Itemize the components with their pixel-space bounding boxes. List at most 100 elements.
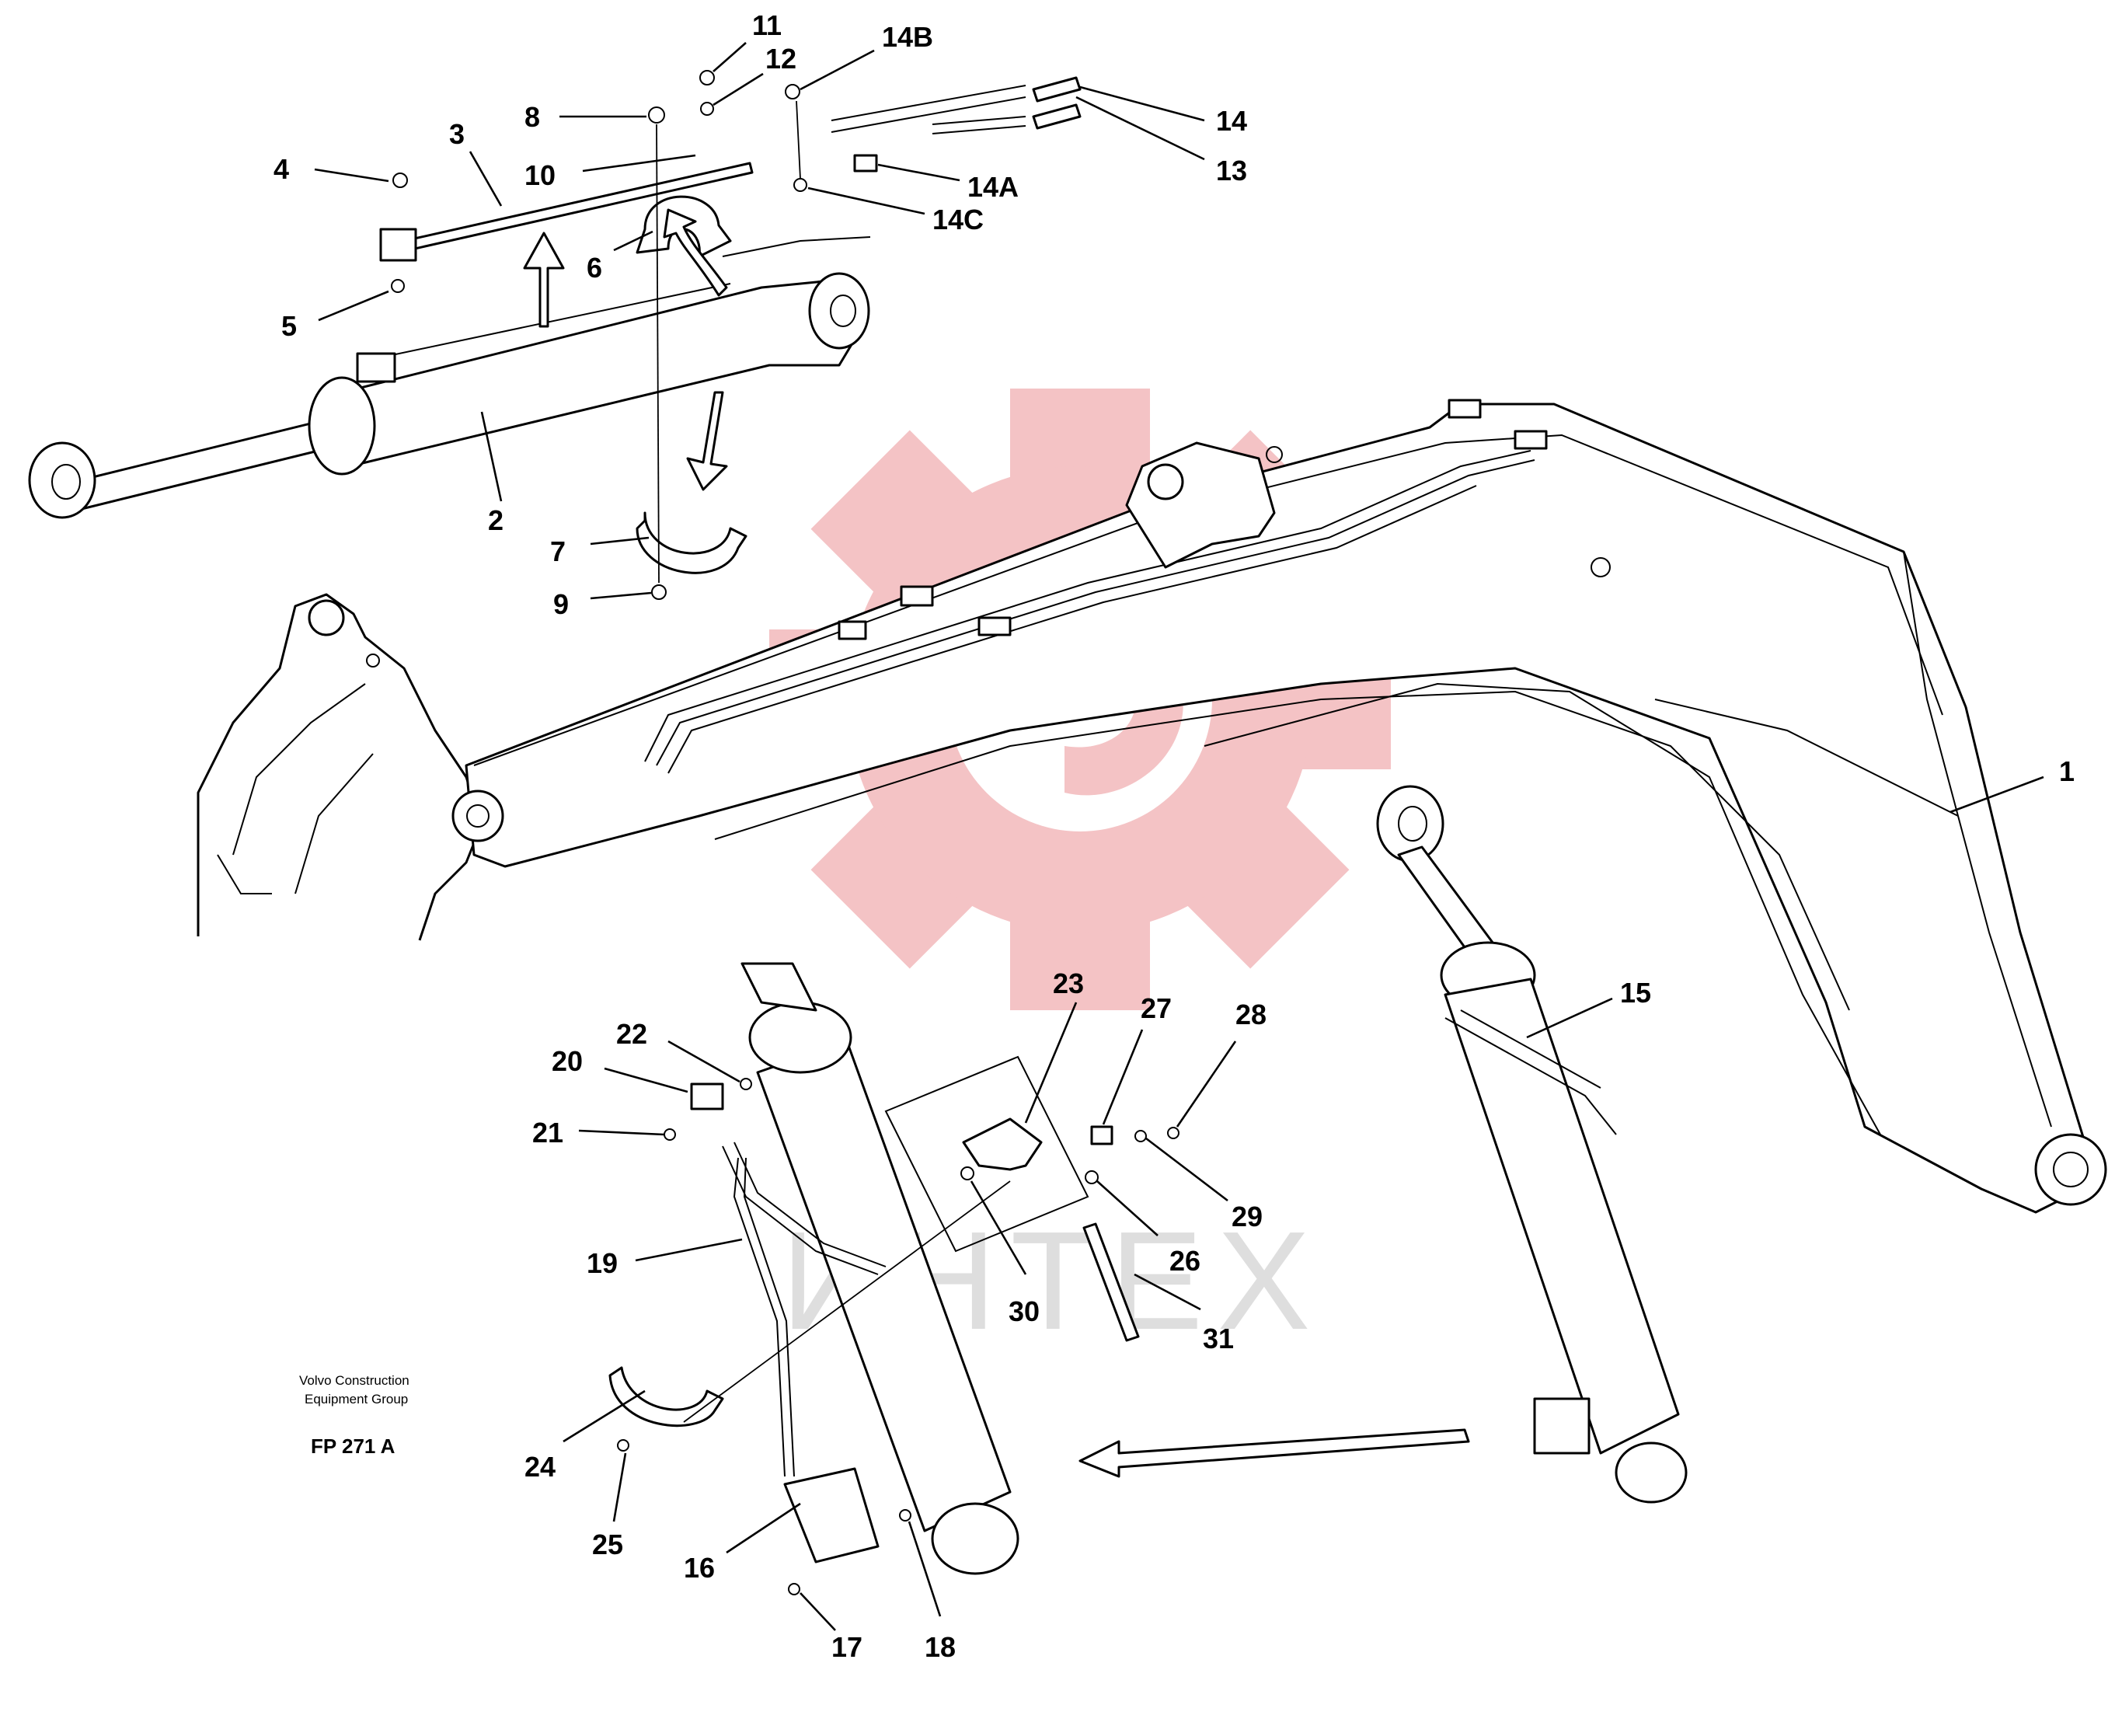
leader-lines	[314, 42, 2044, 1631]
washer-12	[700, 102, 714, 116]
cylinder-head-eye	[808, 272, 870, 350]
boom-body	[465, 403, 2099, 1214]
callout-26: 26	[1169, 1245, 1200, 1277]
leader-17	[800, 1592, 836, 1631]
callout-13: 13	[1216, 155, 1247, 186]
clamp-24	[608, 1366, 724, 1427]
callout-30: 30	[1009, 1295, 1040, 1327]
leader-14C	[807, 186, 925, 215]
bolt-11	[699, 70, 715, 85]
callout-14A: 14A	[967, 171, 1019, 203]
callout-9: 9	[553, 588, 569, 620]
base-pivot	[308, 599, 345, 636]
base-bolt	[366, 654, 380, 668]
company-caption: Volvo Construction Equipment Group FP 27…	[299, 1373, 409, 1458]
leader-30	[970, 1180, 1027, 1275]
boom-clip-3	[977, 616, 1012, 636]
callout-12: 12	[765, 43, 796, 75]
boom-cylinder-upper	[28, 236, 871, 519]
leader-18	[908, 1521, 942, 1617]
leader-31	[1134, 1273, 1201, 1311]
callout-18: 18	[925, 1631, 956, 1663]
cylinder-rod	[72, 418, 336, 511]
leader-15	[1526, 997, 1613, 1039]
callout-29: 29	[1232, 1201, 1263, 1232]
leader-1	[1949, 776, 2044, 814]
boom-top-pin	[1147, 463, 1184, 500]
callout-14B: 14B	[882, 21, 933, 53]
cylinder-head-eye-hole	[830, 295, 856, 327]
hose-upper	[831, 85, 1026, 134]
leader-7	[590, 536, 650, 546]
arrow-up-icon	[523, 232, 565, 328]
boom-tube-a	[644, 450, 1531, 762]
leader-28	[1176, 1041, 1237, 1128]
boom-clip-2	[838, 620, 867, 640]
clamp-7	[636, 511, 747, 574]
washer-22	[740, 1078, 752, 1090]
boom-web-line	[1903, 551, 2052, 1128]
leader-14B	[800, 49, 875, 91]
washer-18	[899, 1509, 911, 1522]
washer-29	[1134, 1130, 1147, 1142]
leader-26	[1096, 1180, 1159, 1236]
axis-line-14	[796, 100, 801, 180]
block-16	[783, 1467, 880, 1563]
figure-code: FP 271 A	[311, 1434, 395, 1458]
boom-tube-c	[667, 485, 1477, 774]
leader-14A	[877, 163, 960, 182]
axis-line-upper	[656, 124, 660, 584]
leader-9	[590, 591, 652, 600]
washer-14C	[793, 178, 807, 192]
clip-27	[1090, 1125, 1113, 1145]
leader-4	[314, 168, 389, 183]
leader-21	[578, 1129, 665, 1136]
cyl15-tube	[1444, 1009, 1617, 1135]
bolt-8	[648, 106, 665, 124]
bolt-25	[617, 1439, 629, 1452]
bolt-4	[392, 173, 408, 188]
leader-25	[612, 1452, 627, 1522]
rod-eye	[28, 441, 96, 519]
callout-19: 19	[587, 1247, 618, 1279]
callout-14C: 14C	[932, 204, 984, 235]
callout-25: 25	[592, 1529, 623, 1560]
callout-31: 31	[1203, 1323, 1234, 1354]
callout-27: 27	[1141, 992, 1172, 1024]
leader-19	[635, 1238, 743, 1262]
base-frame-inner	[217, 683, 374, 894]
callout-2: 2	[488, 504, 503, 536]
leader-22	[667, 1040, 740, 1083]
callout-20: 20	[552, 1045, 583, 1077]
callout-6: 6	[587, 252, 602, 284]
cylinder-barrel	[325, 278, 864, 468]
callout-16: 16	[684, 1552, 715, 1584]
cylinder-block	[356, 352, 396, 383]
leader-11	[713, 42, 747, 72]
leader-12	[713, 72, 764, 106]
nut-26	[1085, 1170, 1099, 1184]
leader-14	[1079, 85, 1205, 122]
leader-5	[318, 290, 389, 322]
bolt-14B	[785, 84, 800, 99]
axis-line-lower	[683, 1180, 1011, 1423]
leader-27	[1102, 1029, 1144, 1125]
pipe-19	[722, 1142, 887, 1477]
callout-7: 7	[550, 535, 566, 567]
bolt-28	[1167, 1127, 1179, 1139]
nut-9	[651, 584, 667, 600]
leader-29	[1145, 1137, 1228, 1202]
callout-10: 10	[524, 159, 556, 191]
boom-tube-b	[656, 459, 1535, 766]
cyl15-barrel	[1444, 978, 1680, 1455]
pipe-3-block	[379, 228, 417, 262]
cylinder-gland	[308, 376, 376, 476]
leader-23	[1024, 1002, 1078, 1124]
callout-1: 1	[2059, 755, 2075, 787]
boom-upper-edge	[473, 434, 1943, 766]
bolt-21	[664, 1128, 676, 1141]
rod-eye-hole	[51, 464, 81, 500]
company-line-1: Volvo Construction	[299, 1373, 409, 1388]
callout-8: 8	[524, 101, 540, 133]
